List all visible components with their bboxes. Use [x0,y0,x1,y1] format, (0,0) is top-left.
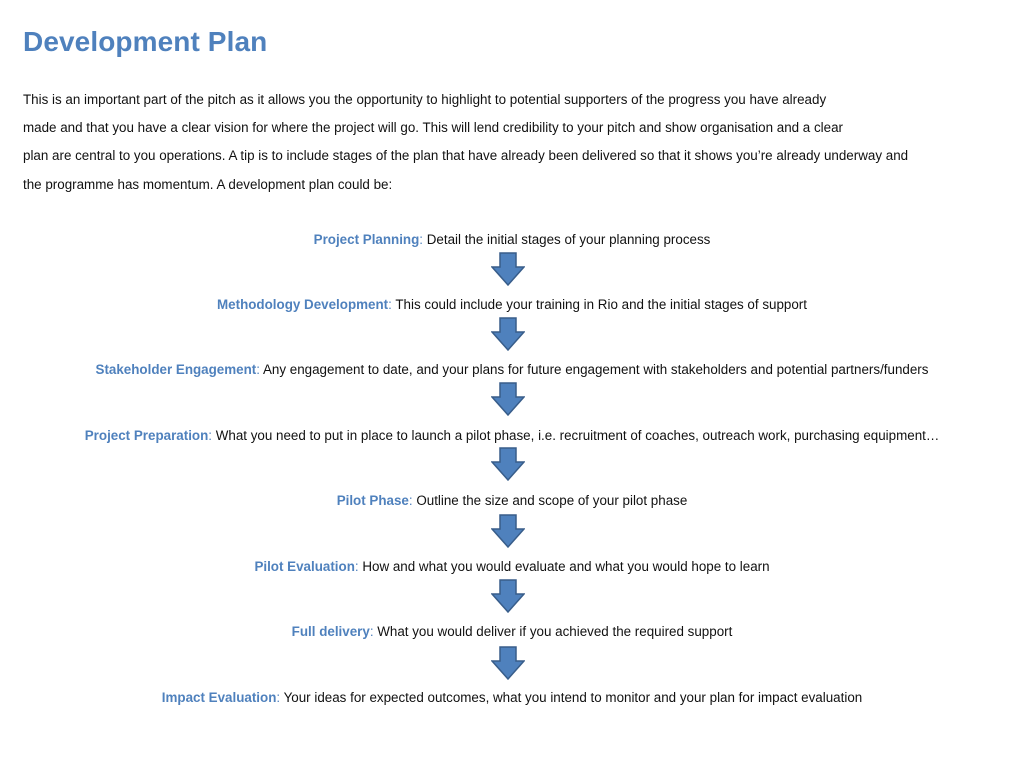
down-arrow-shape [491,317,525,351]
step-separator: : [369,624,374,639]
down-arrow-shape [491,514,525,548]
intro-paragraph: This is an important part of the pitch a… [23,86,1003,199]
step-name: Project Planning [313,232,420,247]
step-description: What you need to put in place to launch … [212,428,940,443]
flow-step-pilot-evaluation: Pilot Evaluation: How and what you would… [0,558,1024,576]
intro-line: made and that you have a clear vision fo… [23,120,843,136]
down-arrow-icon [491,514,525,548]
down-arrow-icon [491,252,525,286]
step-separator: : [388,297,392,312]
down-arrow-icon [491,317,525,351]
down-arrow-shape [491,646,525,680]
step-description: How and what you would evaluate and what… [358,559,770,574]
step-description: What you would deliver if you achieved t… [373,624,733,639]
step-description: Any engagement to date, and your plans f… [259,362,929,377]
intro-line: plan are central to you operations. A ti… [23,148,909,164]
flow-step-full-delivery: Full delivery: What you would deliver if… [0,623,1024,641]
down-arrow-icon [491,382,525,416]
down-arrow-icon [491,447,525,481]
down-arrow-icon [491,579,525,613]
step-name: Impact Evaluation [161,690,277,705]
step-description: This could include your training in Rio … [391,297,807,312]
down-arrow-shape [491,447,525,481]
step-description: Outline the size and scope of your pilot… [412,493,688,508]
flow-step-methodology-development: Methodology Development: This could incl… [0,296,1024,314]
down-arrow-icon [491,646,525,680]
step-name: Pilot Evaluation [254,559,355,574]
step-separator: : [408,493,413,508]
step-name: Methodology Development [217,297,389,312]
step-separator: : [354,559,359,574]
step-name: Pilot Phase [336,493,409,508]
step-separator: : [419,232,424,247]
flow-step-project-planning: Project Planning: Detail the initial sta… [0,231,1024,249]
step-description: Your ideas for expected outcomes, what y… [280,690,863,705]
down-arrow-shape [491,382,525,416]
down-arrow-shape [491,252,525,286]
step-separator: : [208,428,213,443]
page-title: Development Plan [23,26,268,57]
step-name: Project Preparation [84,428,209,443]
step-name: Stakeholder Engagement [95,362,257,377]
intro-line: This is an important part of the pitch a… [23,92,827,107]
step-separator: : [276,690,281,705]
flow-step-pilot-phase: Pilot Phase: Outline the size and scope … [0,492,1024,510]
intro-line: the programme has momentum. A developmen… [23,176,393,192]
step-separator: : [256,362,260,377]
step-name: Full delivery [291,624,370,639]
flow-step-project-preparation: Project Preparation: What you need to pu… [0,427,1024,445]
flow-step-impact-evaluation: Impact Evaluation: Your ideas for expect… [0,689,1024,707]
step-description: Detail the initial stages of your planni… [423,232,711,247]
flow-step-stakeholder-engagement: Stakeholder Engagement: Any engagement t… [0,361,1024,379]
down-arrow-shape [491,579,525,613]
